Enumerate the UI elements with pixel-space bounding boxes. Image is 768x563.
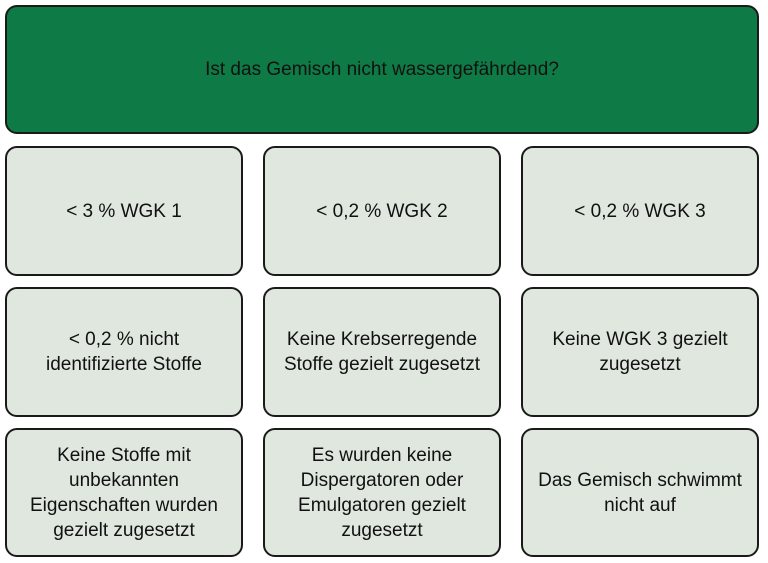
- criterion-text: Das Gemisch schwimmt nicht auf: [538, 469, 742, 516]
- criterion-card-unidentified: < 0,2 % nicht identifizierte Stoffe: [5, 287, 243, 417]
- criterion-card-wgk2: < 0,2 % WGK 2: [263, 146, 501, 276]
- criterion-card-wgk1: < 3 % WGK 1: [5, 146, 243, 276]
- criterion-card-floating: Das Gemisch schwimmt nicht auf: [521, 428, 759, 557]
- criterion-card-carcinogenic: Keine Krebserregende Stoffe gezielt zuge…: [263, 287, 501, 417]
- criterion-text: < 0,2 % WGK 3: [574, 200, 706, 222]
- criterion-card-unknown-properties: Keine Stoffe mit unbekannten Eigenschaft…: [5, 428, 243, 557]
- criterion-text: Keine Stoffe mit unbekannten Eigenschaft…: [29, 444, 218, 541]
- criterion-text: Es wurden keine Dispergatoren oder Emulg…: [298, 444, 466, 541]
- criterion-text: Keine Krebserregende Stoffe gezielt zuge…: [283, 329, 481, 375]
- criterion-text: < 3 % WGK 1: [66, 200, 182, 222]
- criterion-text: < 0,2 % WGK 2: [316, 200, 448, 222]
- criterion-card-dispersants: Es wurden keine Dispergatoren oder Emulg…: [263, 428, 501, 557]
- criterion-text: Keine WGK 3 gezielt zugesetzt: [552, 329, 728, 375]
- criterion-card-no-wgk3: Keine WGK 3 gezielt zugesetzt: [521, 287, 759, 417]
- criterion-text: < 0,2 % nicht identifizierte Stoffe: [46, 329, 202, 375]
- question-text: Ist das Gemisch nicht wassergefährdend?: [205, 58, 559, 80]
- criterion-card-wgk3: < 0,2 % WGK 3: [521, 146, 759, 276]
- question-header: Ist das Gemisch nicht wassergefährdend?: [5, 5, 759, 134]
